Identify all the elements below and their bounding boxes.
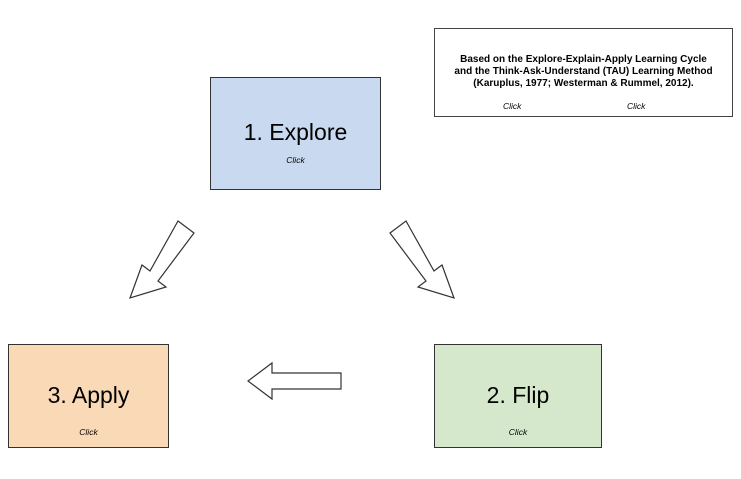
citation-line-3: (Karuplus, 1977; Westerman & Rummel, 201… xyxy=(473,78,694,89)
explore-title: 1. Explore xyxy=(243,119,348,145)
arrow-explore-to-flip xyxy=(389,220,455,299)
explore-box[interactable]: 1. Explore Click xyxy=(210,77,381,190)
flip-title: 2. Flip xyxy=(486,382,550,408)
citation-line-1: Based on the Explore-Explain-Apply Learn… xyxy=(460,54,707,65)
flip-click-link[interactable]: Click xyxy=(508,427,528,437)
citation-click-right-link[interactable]: Click xyxy=(627,101,646,111)
apply-title: 3. Apply xyxy=(47,382,130,408)
flip-box[interactable]: 2. Flip Click xyxy=(434,344,602,448)
citation-click-left-link[interactable]: Click xyxy=(503,101,522,111)
explore-click-link[interactable]: Click xyxy=(286,155,305,165)
apply-click-link[interactable]: Click xyxy=(79,427,98,437)
apply-box[interactable]: 3. Apply Click xyxy=(8,344,169,448)
citation-box: Based on the Explore-Explain-Apply Learn… xyxy=(434,28,733,117)
arrow-explore-to-apply xyxy=(129,220,195,299)
citation-text: Based on the Explore-Explain-Apply Learn… xyxy=(435,54,732,90)
citation-line-2: and the Think-Ask-Understand (TAU) Learn… xyxy=(454,66,713,77)
arrow-flip-to-apply xyxy=(247,361,342,401)
